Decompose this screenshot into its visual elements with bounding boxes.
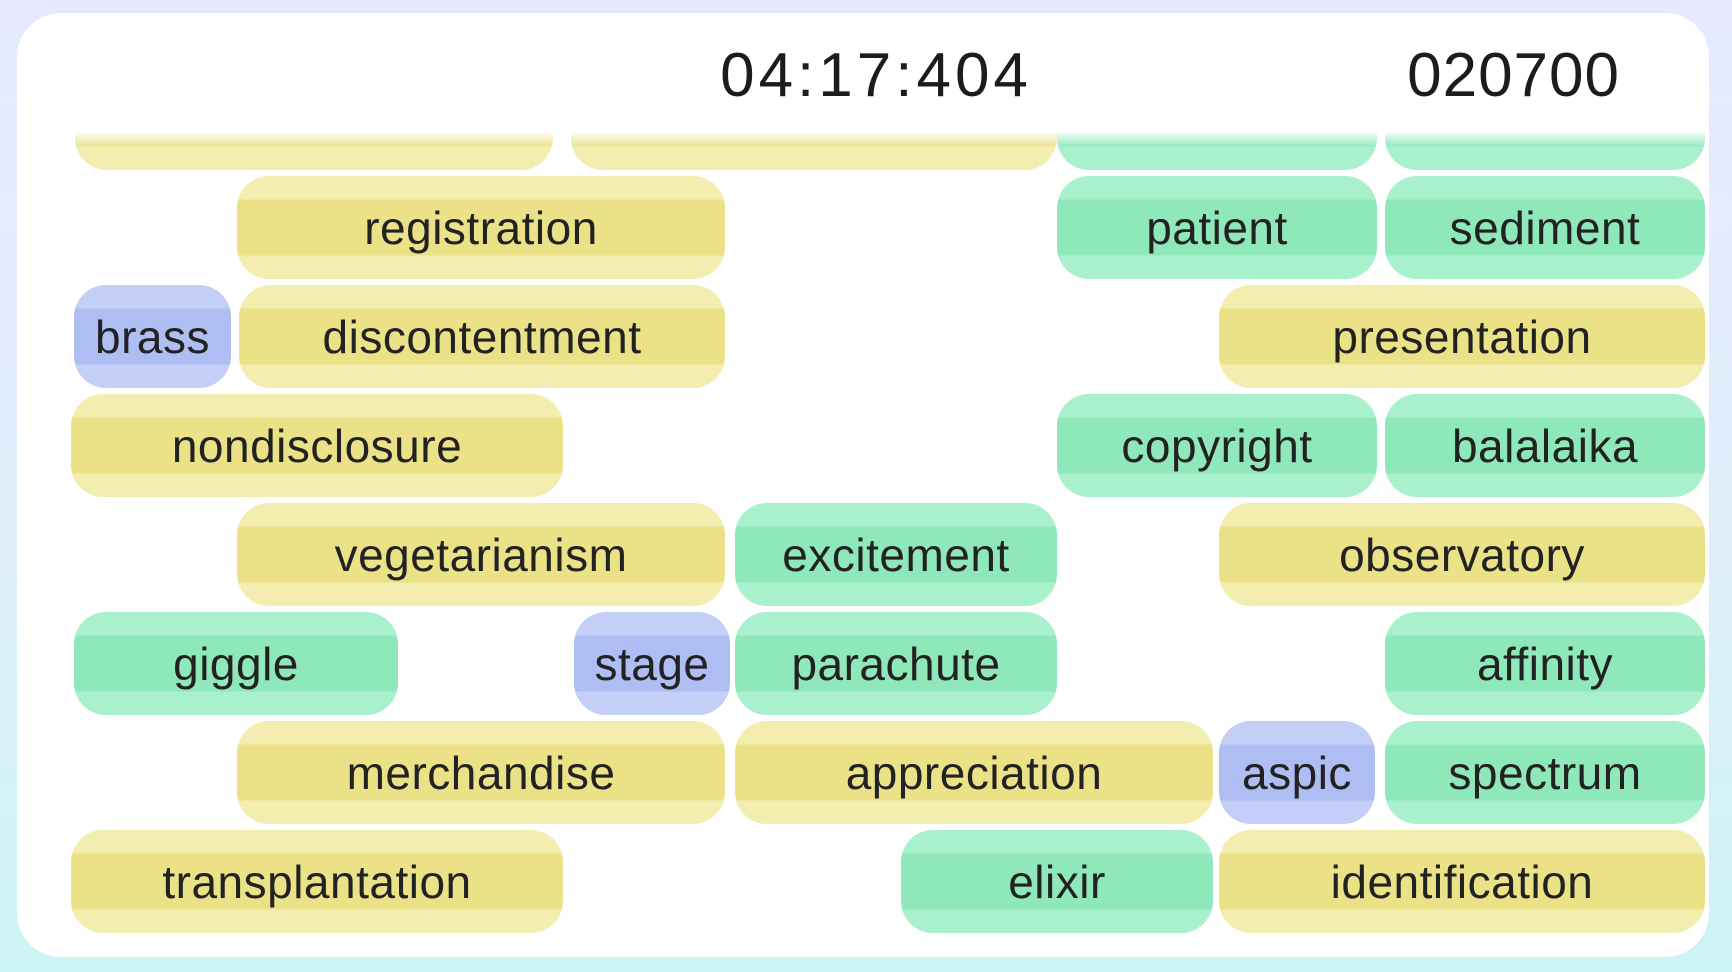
- score: 020700: [1407, 41, 1620, 110]
- word-pill[interactable]: transplantation: [71, 830, 563, 933]
- word-label: vegetarianism: [334, 528, 628, 581]
- word-label: giggle: [173, 637, 299, 690]
- word-pill[interactable]: merchandise: [237, 721, 725, 824]
- word-pill[interactable]: patient: [1057, 176, 1377, 279]
- word-label: identification: [1330, 855, 1594, 908]
- word-pill[interactable]: elixir: [901, 830, 1213, 933]
- word-label: sediment: [1449, 201, 1641, 254]
- word-label: affinity: [1476, 637, 1614, 690]
- word-pill[interactable]: affinity: [1385, 612, 1705, 715]
- word-board: registration patient sediment brass disconte…: [17, 13, 1709, 957]
- word-pill[interactable]: copyright: [1057, 394, 1377, 497]
- word-label: excitement: [782, 528, 1010, 581]
- word-label: stage: [594, 637, 710, 690]
- word-pill[interactable]: spectrum: [1385, 721, 1705, 824]
- word-pill[interactable]: aspic: [1219, 721, 1375, 824]
- word-label: aspic: [1242, 746, 1352, 799]
- game-card: registration patient sediment brass disconte…: [17, 13, 1709, 957]
- word-label: nondisclosure: [171, 419, 463, 472]
- word-pill[interactable]: sediment: [1385, 176, 1705, 279]
- word-pill[interactable]: discontentment: [239, 285, 725, 388]
- word-pill[interactable]: parachute: [735, 612, 1057, 715]
- word-label: elixir: [1008, 855, 1106, 908]
- word-pill[interactable]: nondisclosure: [71, 394, 563, 497]
- word-pill[interactable]: brass: [74, 285, 231, 388]
- word-pill[interactable]: stage: [574, 612, 730, 715]
- word-pill[interactable]: vegetarianism: [237, 503, 725, 606]
- word-label: spectrum: [1448, 746, 1642, 799]
- word-pill[interactable]: excitement: [735, 503, 1057, 606]
- word-label: copyright: [1121, 419, 1313, 472]
- word-pill[interactable]: registration: [237, 176, 725, 279]
- word-label: discontentment: [322, 310, 642, 363]
- word-pill[interactable]: appreciation: [735, 721, 1213, 824]
- word-label: parachute: [791, 637, 1001, 690]
- word-label: presentation: [1332, 310, 1592, 363]
- word-label: appreciation: [845, 746, 1103, 799]
- word-pill[interactable]: giggle: [74, 612, 398, 715]
- word-label: brass: [95, 310, 210, 363]
- word-pill[interactable]: presentation: [1219, 285, 1705, 388]
- word-pill[interactable]: observatory: [1219, 503, 1705, 606]
- word-label: balalaika: [1451, 419, 1639, 472]
- word-label: registration: [364, 201, 598, 254]
- game-header: 04:17:404 020700: [17, 13, 1709, 147]
- word-label: transplantation: [162, 855, 472, 908]
- word-label: merchandise: [346, 746, 616, 799]
- timer: 04:17:404: [720, 41, 1032, 110]
- word-label: observatory: [1339, 528, 1585, 581]
- word-label: patient: [1146, 201, 1288, 254]
- word-pill[interactable]: balalaika: [1385, 394, 1705, 497]
- word-pill[interactable]: identification: [1219, 830, 1705, 933]
